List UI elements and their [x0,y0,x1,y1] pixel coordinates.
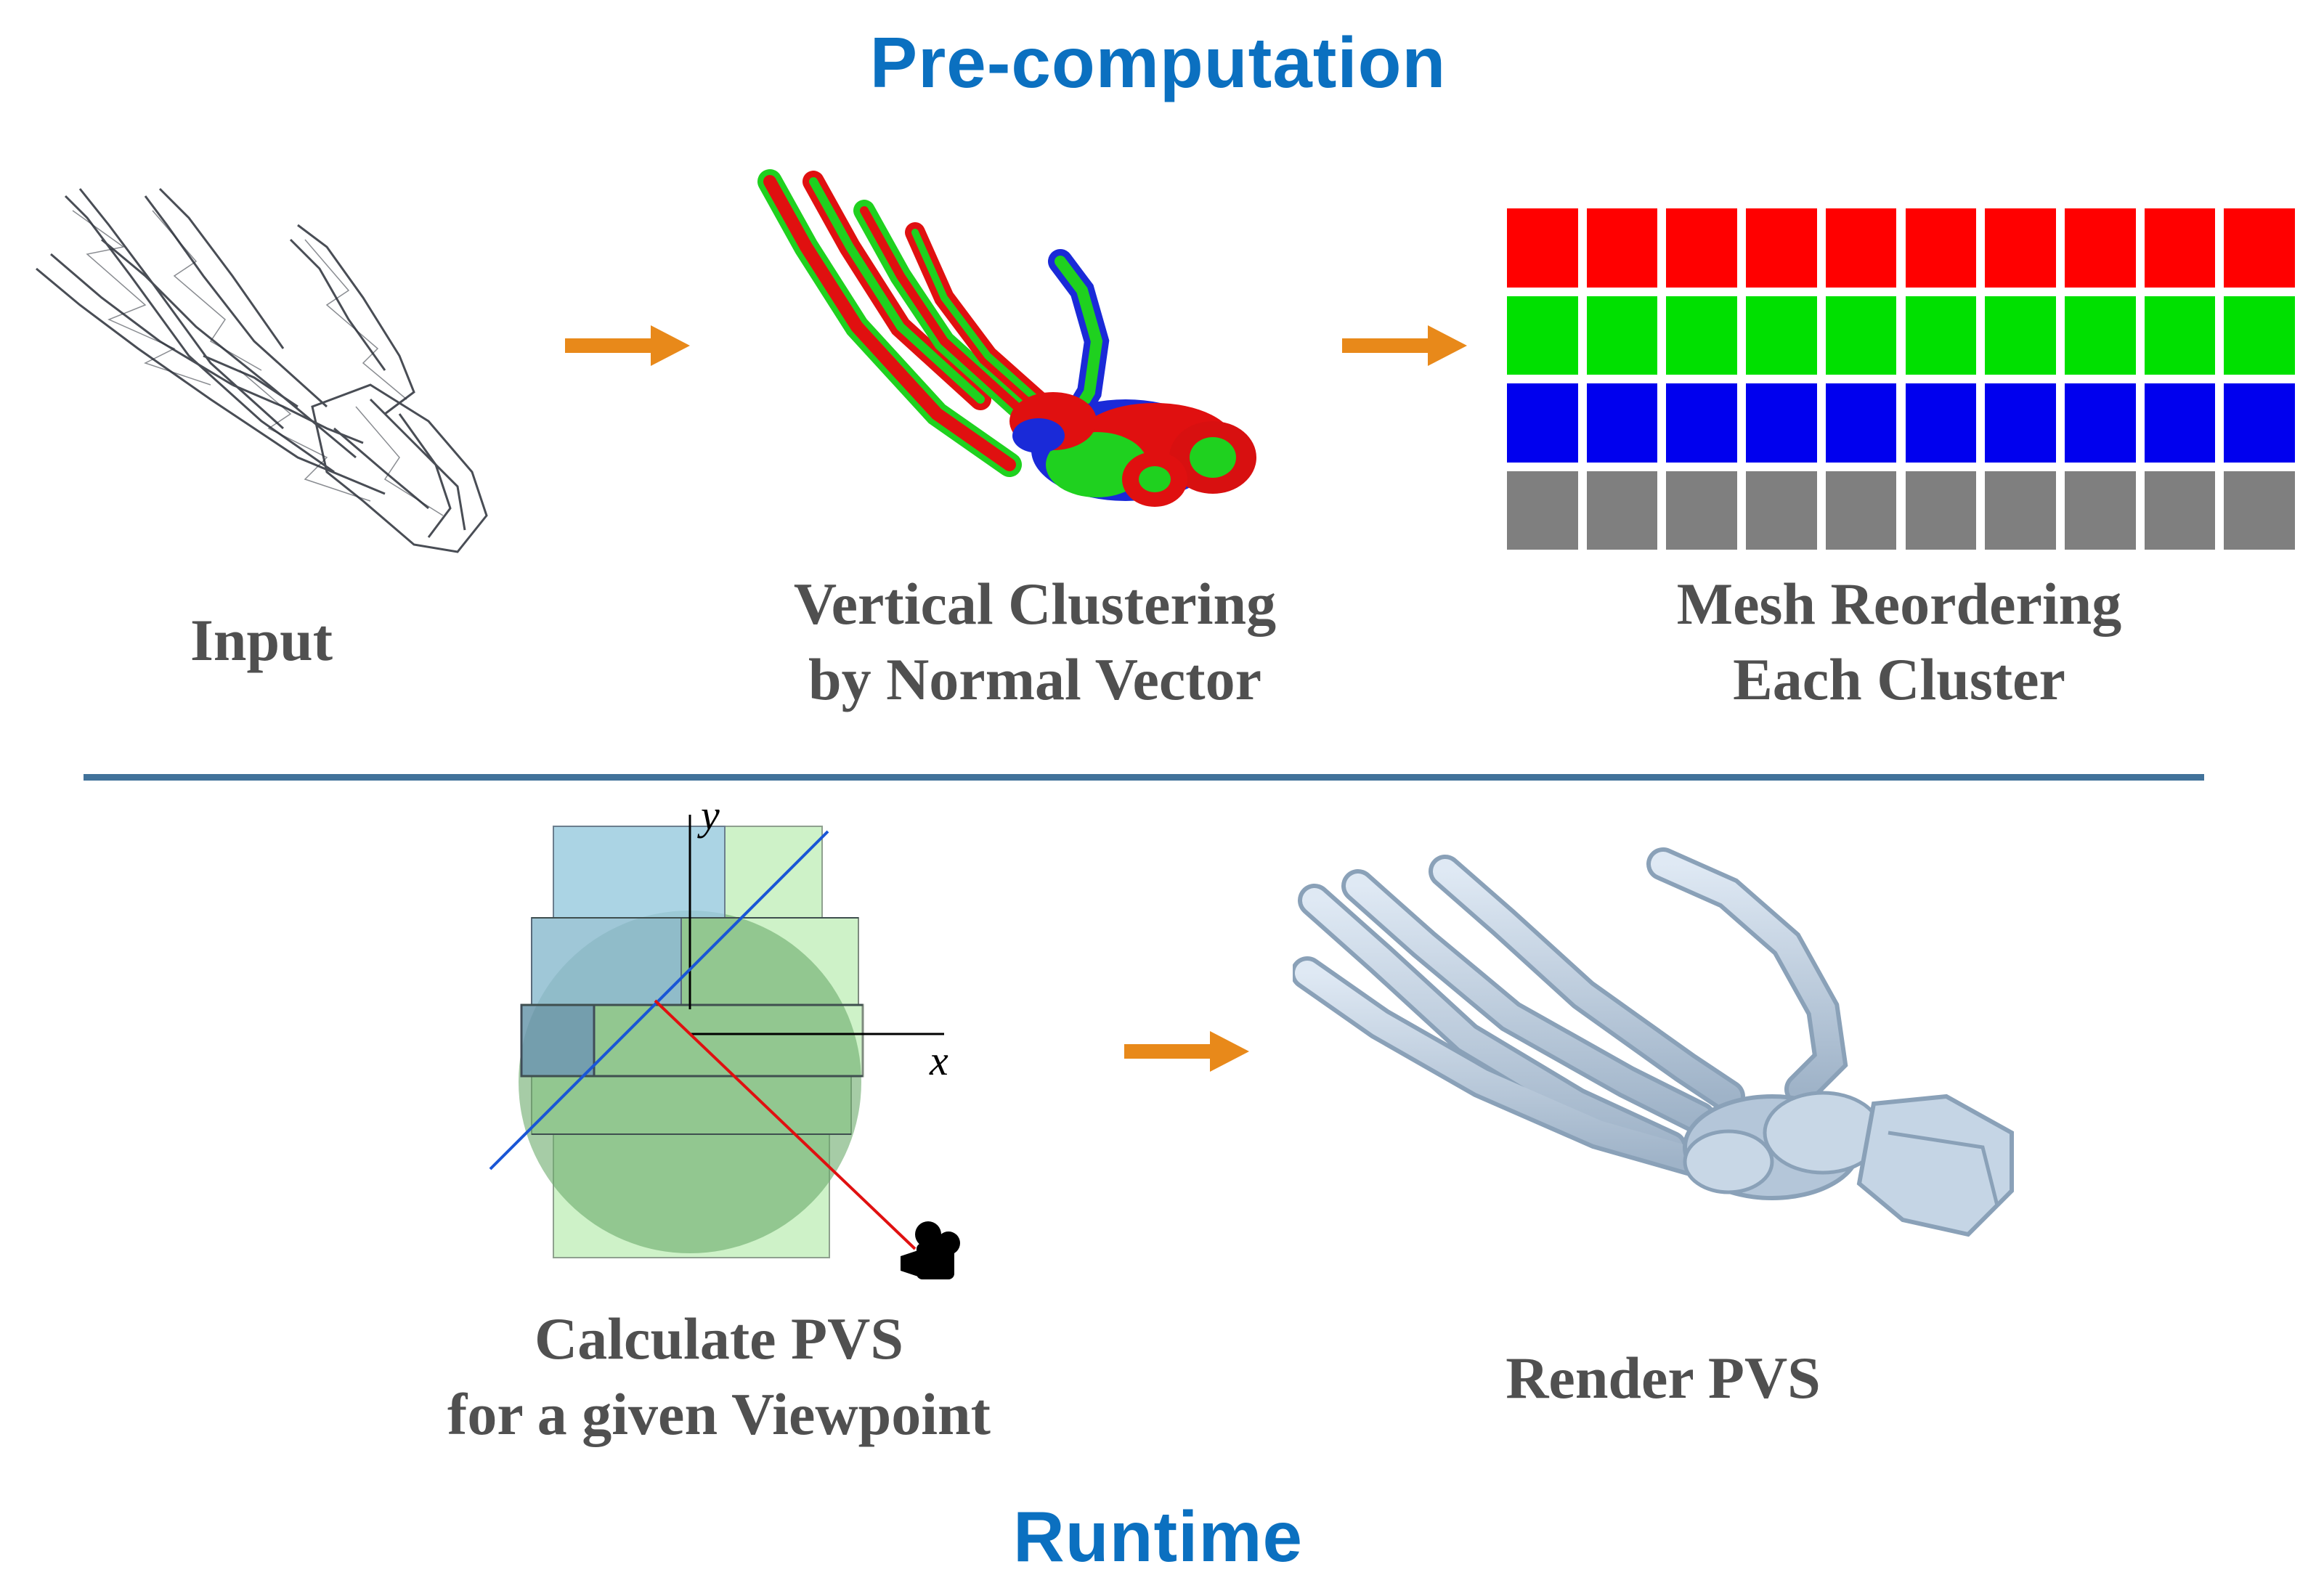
grid-cell [1746,296,1817,375]
grid-cell [2224,471,2295,550]
x-axis-label: x [929,1037,948,1084]
y-axis-label: y [697,791,720,839]
grid-cell [1746,383,1817,463]
rendered-hand-illustration [1293,847,2014,1237]
grid-cell [2144,383,2216,463]
grid-cell [2144,471,2216,550]
grid-cell [1666,208,1738,288]
grid-cell [1666,383,1738,463]
grid-cell [1746,208,1817,288]
grid-cell [2064,208,2136,288]
grid-cell [2064,471,2136,550]
grid-cell [1586,208,1658,288]
caption-reordering: Mesh Reordering Each Cluster [1676,571,2122,712]
caption-calculate: Calculate PVS for a given Viewpoint [447,1306,991,1447]
grid-cell [1507,471,1578,550]
grid-cell [2144,296,2216,375]
clustered-hand-illustration [757,169,1256,507]
grid-cell [1825,296,1897,375]
grid-cell [2064,296,2136,375]
camera-icon [901,1221,960,1279]
grid-cell [1507,208,1578,288]
grid-cell [1586,296,1658,375]
pvs-diagram: y x [489,791,960,1279]
cluster-color-grid [1507,208,2295,550]
grid-cell [1666,471,1738,550]
right-arrow-icon [1124,1031,1249,1072]
caption-render: Render PVS [1506,1345,1821,1411]
grid-cell [1507,383,1578,463]
title-precomputation: Pre-computation [869,23,1447,102]
section-divider [84,774,2204,781]
grid-cell [1985,296,2056,375]
caption-clustering: Vertical Clustering by Normal Vector [793,571,1277,712]
grid-cell [1905,296,1977,375]
grid-cell [2224,296,2295,375]
grid-cell [1905,208,1977,288]
title-runtime: Runtime [1013,1497,1303,1576]
grid-cell [1825,383,1897,463]
grid-cell [1985,208,2056,288]
grid-cell [1666,296,1738,375]
right-arrow-icon [1342,325,1467,366]
grid-cell [1985,383,2056,463]
wireframe-hand-illustration [36,187,488,553]
grid-cell [1586,383,1658,463]
caption-input: Input [190,607,333,673]
grid-cell [2224,208,2295,288]
grid-cell [1825,208,1897,288]
grid-cell [1825,471,1897,550]
grid-cell [1746,471,1817,550]
grid-cell [1905,383,1977,463]
grid-cell [1905,471,1977,550]
grid-cell [1985,471,2056,550]
grid-cell [2144,208,2216,288]
grid-cell [2064,383,2136,463]
grid-cell [1586,471,1658,550]
right-arrow-icon [565,325,690,366]
grid-cell [1507,296,1578,375]
grid-cell [2224,383,2295,463]
